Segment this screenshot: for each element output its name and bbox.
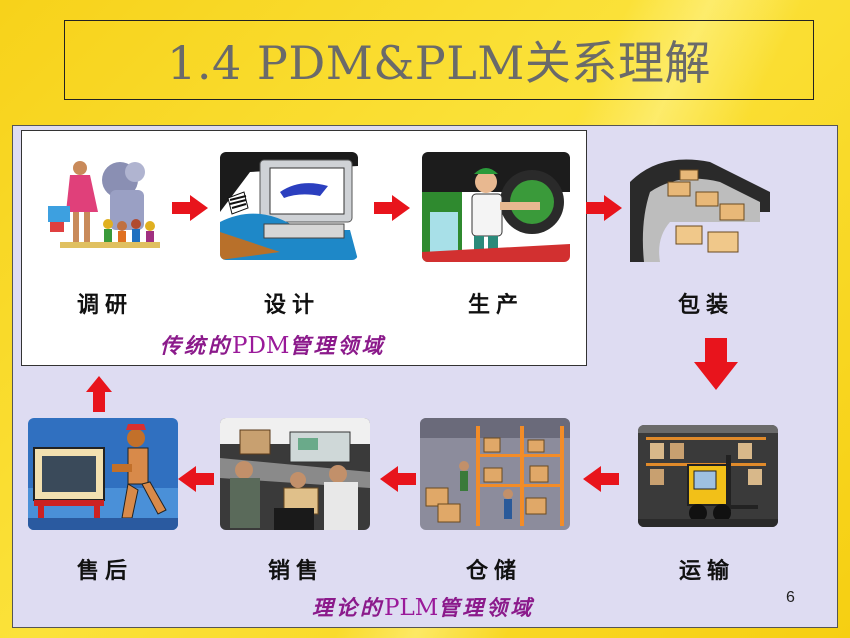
plm-domain-label: 理论的PLM管理领域: [312, 592, 534, 622]
pdm-prefix: 传统的: [160, 333, 232, 358]
plm-suffix: 管理领域: [438, 595, 535, 620]
warehouse-shelves-icon: [420, 418, 570, 530]
arrow-left-icon: [380, 466, 416, 492]
pdm-suffix: 管理领域: [289, 333, 386, 358]
forklift-icon: [638, 425, 778, 527]
pdm-acronym: PDM: [232, 333, 290, 359]
arrow-down-icon: [694, 338, 738, 390]
arrow-left-icon: [178, 466, 214, 492]
stage-label-research: 调研: [76, 293, 133, 318]
stage-label-transport: 运输: [678, 559, 735, 584]
pdm-domain-label: 传统的PDM管理领域: [160, 330, 385, 360]
tv-repair-technician-icon: [28, 418, 178, 530]
factory-worker-icon: [422, 152, 570, 262]
plm-prefix: 理论的: [312, 595, 384, 620]
stage-label-design: 设计: [263, 293, 320, 318]
arrow-right-icon: [374, 195, 410, 221]
page-number: 6: [786, 589, 795, 606]
stage-label-packaging: 包装: [677, 293, 734, 318]
arrow-up-icon: [86, 376, 112, 412]
computer-design-icon: [220, 152, 358, 260]
plm-acronym: PLM: [384, 595, 439, 621]
cashier-sales-icon: [220, 418, 370, 530]
arrow-right-icon: [172, 195, 208, 221]
research-people-icon: [40, 150, 165, 260]
title-box: 1.4 PDM&PLM关系理解: [64, 20, 814, 100]
arrow-right-icon: [586, 195, 622, 221]
slide-title: 1.4 PDM&PLM关系理解: [167, 36, 711, 90]
conveyor-boxes-icon: [620, 152, 770, 262]
stage-label-production: 生产: [467, 293, 524, 318]
stage-label-sales: 销售: [267, 559, 324, 584]
stage-label-after-sales: 售后: [76, 559, 133, 584]
stage-label-warehousing: 仓储: [465, 559, 522, 584]
arrow-left-icon: [583, 466, 619, 492]
